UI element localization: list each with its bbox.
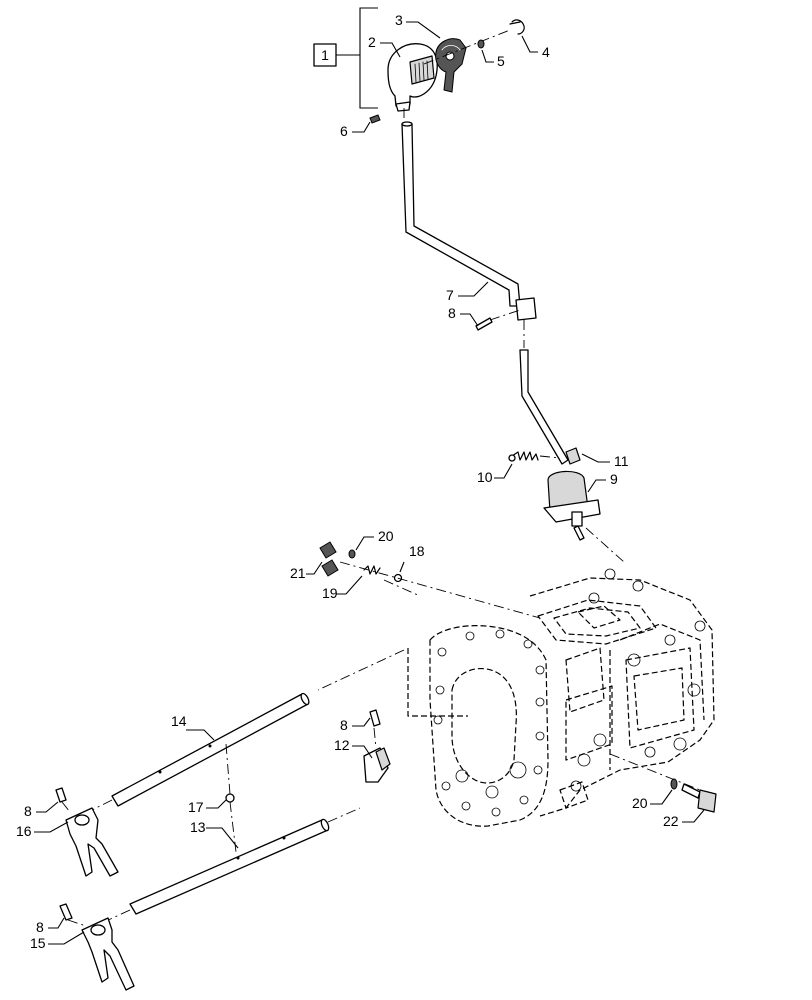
callout-20-bottom: 20 [632,795,648,811]
callout-17-group: 17 [188,799,227,815]
callout-2: 2 [368,34,376,50]
lower-shift-fork [81,917,135,991]
callout-18: 18 [409,543,425,559]
callout-14-group: 14 [171,713,215,741]
pivot-bolt [565,447,581,465]
callout-14: 14 [171,713,187,729]
fork-16-roll-pin [55,787,67,803]
callout-8-lever-group: 8 [448,305,479,327]
housing-bolt [681,783,717,813]
upper-gear-lever [401,121,537,321]
callout-22: 22 [663,813,679,829]
callout-17: 17 [188,799,204,815]
detent-spring [363,565,381,575]
callout-8-fork16: 8 [24,803,32,819]
upper-shift-fork [65,807,119,877]
block-roll-pin [369,709,381,727]
callout-11-group: 11 [581,453,629,469]
callout-19: 19 [322,585,338,601]
callout-13-group: 13 [190,819,239,849]
callout-21-group: 21 [290,561,323,581]
callout-6-group: 6 [340,121,371,139]
callout-18-group: 18 [399,543,425,573]
knob-lock-lever [435,38,467,93]
callout-16-group: 16 [16,821,69,839]
callout-8-lever: 8 [448,305,456,321]
callout-9-group: 9 [587,471,618,493]
lower-gear-lever [519,349,601,541]
lower-shift-rail [129,818,330,915]
callout-8-fork15-group: 8 [36,917,65,935]
callout-7: 7 [446,287,454,303]
callout-11: 11 [614,453,629,469]
gear-shift-knob [387,43,438,112]
callout-15-group: 15 [30,931,85,951]
callout-3-group: 3 [395,12,441,39]
set-screw [369,114,381,124]
callout-1: 1 [321,47,329,63]
detent-plug [319,541,339,577]
callout-3: 3 [395,12,403,28]
callout-13: 13 [190,819,206,835]
callout-10: 10 [477,469,493,485]
seal-ring [348,549,356,559]
sealing-washer [670,778,678,790]
callout-22-group: 22 [663,809,705,829]
callout-20-top: 20 [378,528,394,544]
retaining-clip [509,19,525,35]
callout-5: 5 [497,53,505,69]
callout-21: 21 [290,565,306,581]
group-1-bracket: 1 [313,7,378,109]
callout-8-fork15: 8 [36,919,44,935]
shift-block [363,747,391,783]
callout-19-group: 19 [322,575,363,601]
interlock-ball [225,793,235,803]
callout-2-group: 2 [368,34,401,58]
spring [508,451,539,462]
callout-10-group: 10 [477,463,513,485]
fork-15-roll-pin [59,903,73,921]
callout-4: 4 [542,44,550,60]
transmission-housing [407,568,715,827]
callout-8-pin-group: 8 [340,717,371,733]
callout-6: 6 [340,123,348,139]
callout-16: 16 [16,823,32,839]
callout-5-group: 5 [481,49,505,69]
callout-8-fork16-group: 8 [24,801,59,819]
washer [477,39,485,49]
callout-12: 12 [334,737,350,753]
callout-7-group: 7 [446,281,489,303]
lever-roll-pin [475,317,493,331]
upper-shift-rail [111,692,310,807]
callout-8-pin: 8 [340,717,348,733]
callout-20-bottom-group: 20 [632,789,673,811]
callout-9: 9 [610,471,618,487]
callout-12-group: 12 [334,737,373,759]
callout-4-group: 4 [521,35,550,60]
callout-20-top-group: 20 [355,528,394,551]
callout-15: 15 [30,935,46,951]
